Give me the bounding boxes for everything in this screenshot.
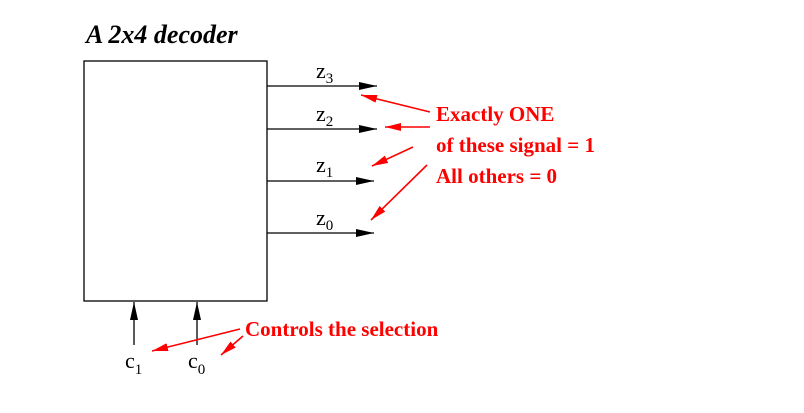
output-note-line-1: Exactly ONE bbox=[436, 102, 554, 126]
pointer-to-z1 bbox=[371, 146, 414, 167]
output-label-z0: z0 bbox=[316, 205, 333, 234]
diagram-title: A 2x4 decoder bbox=[84, 20, 239, 49]
output-label-z3: z3 bbox=[316, 58, 333, 87]
input-wires bbox=[130, 302, 201, 345]
output-label-z1: z1 bbox=[316, 152, 333, 181]
output-annotation: Exactly ONE of these signal = 1 All othe… bbox=[360, 94, 595, 221]
pointer-to-z3 bbox=[360, 94, 431, 113]
input-label-c1: c1 bbox=[125, 348, 142, 378]
input-note: Controls the selection bbox=[245, 317, 439, 341]
pointer-to-c0 bbox=[220, 335, 244, 356]
input-annotation: Controls the selection bbox=[151, 317, 439, 356]
output-wires bbox=[267, 82, 377, 237]
decoder-box bbox=[83, 60, 268, 302]
output-note-line-3: All others = 0 bbox=[436, 164, 557, 188]
pointer-to-z0 bbox=[370, 164, 428, 221]
output-label-z2: z2 bbox=[316, 101, 333, 130]
input-label-c0: c0 bbox=[188, 348, 205, 378]
output-note-line-2: of these signal = 1 bbox=[436, 133, 595, 157]
pointer-to-c1 bbox=[151, 328, 241, 352]
